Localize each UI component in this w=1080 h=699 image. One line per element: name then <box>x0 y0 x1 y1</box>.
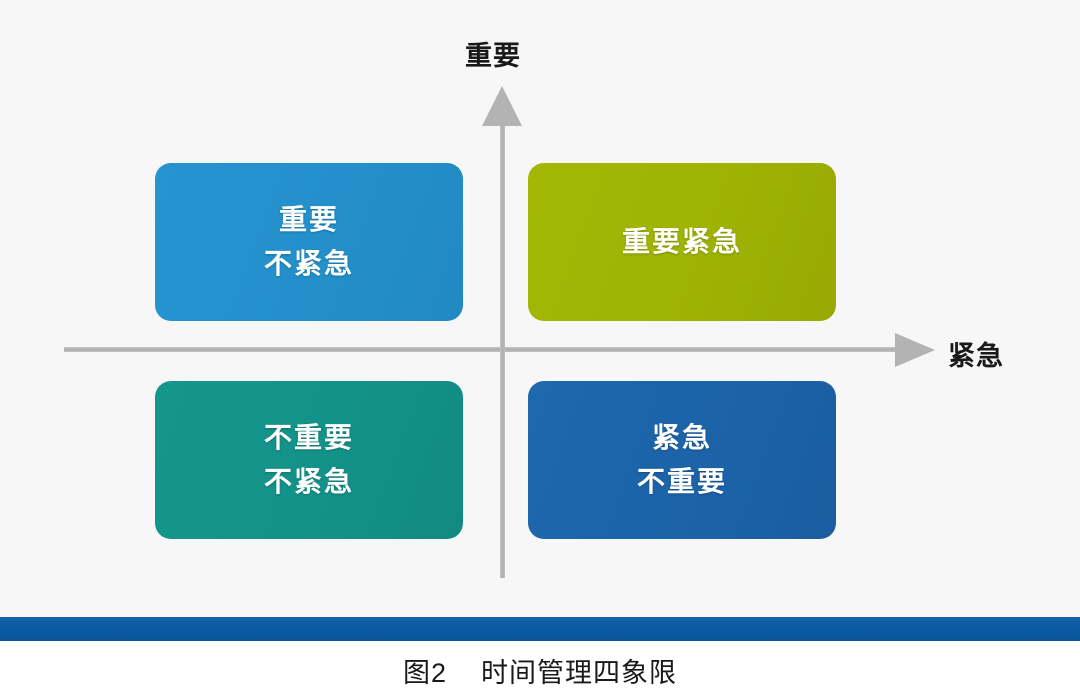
quadrant-label-line: 不重要 <box>263 421 354 453</box>
figure-caption: 图2 时间管理四象限 <box>402 657 678 688</box>
quadrant-label-line: 紧急 <box>651 421 712 453</box>
quadrant-important-urgent[interactable]: 重要紧急 <box>528 163 845 321</box>
y-axis-label: 重要 <box>465 41 521 71</box>
quadrant-urgent-not-important[interactable]: 紧急 不重要 <box>528 381 845 539</box>
caption-area: 图2 时间管理四象限 <box>0 641 1080 699</box>
quadrant-label-line: 不紧急 <box>263 248 354 279</box>
quadrant-side-face <box>832 388 845 533</box>
x-axis-label: 紧急 <box>948 341 1004 371</box>
diagram-canvas: 重要 紧急 重要 不紧急 重要紧急 不重要 不紧急 紧急 不重要 <box>64 41 1004 578</box>
quadrant-label: 紧急 不重要 <box>637 416 727 504</box>
quadrant-label: 重要紧急 <box>622 220 742 264</box>
quadrant-label: 重要 不紧急 <box>264 198 354 286</box>
quadrant-label-line: 重要紧急 <box>621 225 742 257</box>
quadrant-label-line: 不紧急 <box>263 466 354 497</box>
quadrant-label-line: 不重要 <box>636 466 727 497</box>
quadrant-label: 不重要 不紧急 <box>264 416 354 504</box>
quadrant-side-face <box>459 388 472 533</box>
quadrant-label-line: 重要 <box>278 203 339 235</box>
x-axis-line <box>64 347 920 352</box>
quadrant-important-not-urgent[interactable]: 重要 不紧急 <box>155 163 472 321</box>
quadrant-side-face <box>832 170 845 315</box>
y-axis-line <box>500 118 505 578</box>
arrow-right-icon <box>895 333 935 367</box>
quadrant-side-face <box>459 170 472 315</box>
divider-bar <box>0 617 1080 641</box>
arrow-up-icon <box>482 86 522 126</box>
quadrant-not-important-not-urgent[interactable]: 不重要 不紧急 <box>155 381 472 539</box>
